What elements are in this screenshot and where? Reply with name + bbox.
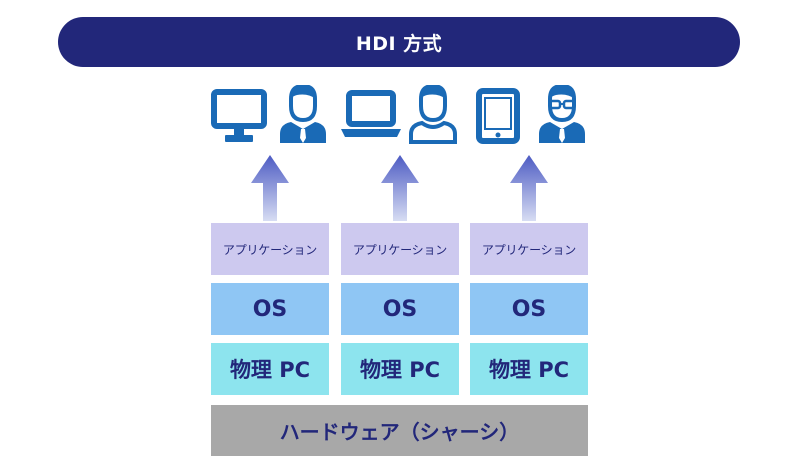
upward-arrow [510,155,548,221]
os-label: OS [382,296,418,322]
column-2: アプリケーション OS 物理 PC [341,85,459,395]
application-label: アプリケーション [352,242,448,257]
hardware-label: ハードウェア（シャーシ） [279,420,520,444]
physical-pc-label: 物理 PC [488,358,570,382]
application-box: アプリケーション [341,223,459,275]
os-box: OS [470,283,588,335]
column-3-icons [470,85,588,147]
upward-arrow [251,155,289,221]
businessman-glasses-icon [539,85,585,143]
tablet-icon [476,88,520,144]
physical-pc-label: 物理 PC [229,358,311,382]
os-label: OS [252,296,288,322]
desktop-monitor-icon [211,89,267,142]
application-label: アプリケーション [481,242,577,257]
title-text: HDI 方式 [355,32,443,55]
laptop-icon [341,90,401,137]
physical-pc-label: 物理 PC [359,358,441,382]
application-box: アプリケーション [211,223,329,275]
physical-pc-box: 物理 PC [341,343,459,395]
businessman-icon [280,85,326,143]
hardware-chassis-box: ハードウェア（シャーシ） [211,405,588,456]
column-2-icons [341,85,459,147]
physical-pc-box: 物理 PC [470,343,588,395]
upward-arrow [381,155,419,221]
column-3: アプリケーション OS 物理 PC [470,85,588,395]
os-box: OS [211,283,329,335]
os-box: OS [341,283,459,335]
person-outline-icon [409,85,457,144]
application-box: アプリケーション [470,223,588,275]
column-1-icons [211,85,329,147]
os-label: OS [511,296,547,322]
column-1: アプリケーション OS 物理 PC [211,85,329,395]
physical-pc-box: 物理 PC [211,343,329,395]
application-label: アプリケーション [222,242,318,257]
title-bar: HDI 方式 [58,17,740,67]
